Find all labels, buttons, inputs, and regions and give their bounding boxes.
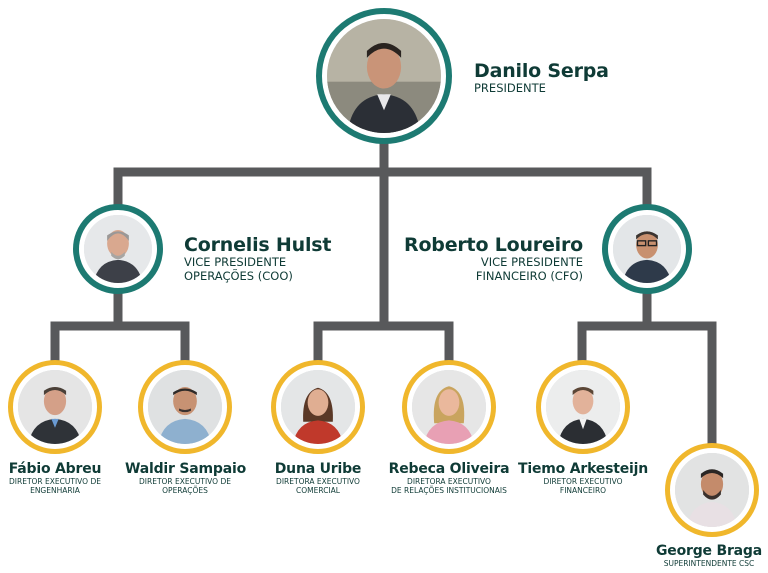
role-line: FINANCEIRO (CFO) [475, 269, 583, 283]
connector-cornelis-directors [50, 280, 190, 367]
person-photo-icon [546, 370, 620, 444]
name-danilo-serpa: Danilo Serpa [474, 60, 609, 82]
role-roberto-loureiro: VICE PRESIDENTE FINANCEIRO (CFO) [476, 255, 583, 283]
role-waldir-sampaio: DIRETOR EXECUTIVO DE OPERAÇÕES [125, 477, 245, 495]
role-line: DIRETOR EXECUTIVO [543, 477, 623, 486]
name-duna-uribe: Duna Uribe [274, 461, 362, 477]
photo-george-braga [665, 443, 759, 537]
person-photo-icon [675, 453, 749, 527]
role-line: ENGENHARIA [30, 486, 80, 495]
connector-center-directors [313, 321, 454, 367]
name-waldir-sampaio: Waldir Sampaio [125, 461, 246, 477]
name-cornelis-hulst: Cornelis Hulst [184, 234, 332, 256]
role-line: VICE PRESIDENTE [480, 255, 583, 269]
person-photo-icon [613, 215, 681, 283]
name-fabio-abreu: Fábio Abreu [8, 461, 102, 477]
role-line: DIRETOR EXECUTIVO DE [139, 477, 231, 486]
role-duna-uribe: DIRETORA EXECUTIVO COMERCIAL [258, 477, 378, 495]
photo-tiemo-arkesteijn [536, 360, 630, 454]
role-line: PRESIDENTE [474, 81, 546, 95]
role-line: DIRETORA EXECUTIVO [276, 477, 360, 486]
role-rebeca-oliveira: DIRETORA EXECUTIVO DE RELAÇÕES INSTITUCI… [384, 477, 514, 495]
role-danilo-serpa: PRESIDENTE [474, 81, 546, 95]
person-photo-icon [84, 215, 152, 283]
photo-danilo-serpa [316, 8, 452, 144]
role-line: DIRETORA EXECUTIVO [407, 477, 491, 486]
photo-duna-uribe [271, 360, 365, 454]
photo-roberto-loureiro [602, 204, 692, 294]
photo-waldir-sampaio [138, 360, 232, 454]
name-george-braga: George Braga [656, 543, 762, 559]
person-photo-icon [327, 19, 441, 133]
role-line: VICE PRESIDENTE [184, 255, 287, 269]
role-line: OPERAÇÕES [162, 486, 208, 495]
photo-rebeca-oliveira [402, 360, 496, 454]
role-line: DIRETOR EXECUTIVO DE [9, 477, 101, 486]
photo-cornelis-hulst [73, 204, 163, 294]
person-photo-icon [281, 370, 355, 444]
connector-president-vps [113, 135, 652, 325]
role-cornelis-hulst: VICE PRESIDENTE OPERAÇÕES (COO) [184, 255, 293, 283]
role-fabio-abreu: DIRETOR EXECUTIVO DE ENGENHARIA [0, 477, 110, 495]
role-tiemo-arkesteijn: DIRETOR EXECUTIVO FINANCEIRO [518, 477, 648, 495]
role-line: SUPERINTENDENTE CSC [663, 559, 755, 568]
role-line: COMERCIAL [296, 486, 340, 495]
role-line: DE RELAÇÕES INSTITUCIONAIS [391, 486, 507, 495]
name-tiemo-arkesteijn: Tiemo Arkesteijn [518, 461, 648, 477]
person-photo-icon [412, 370, 486, 444]
person-photo-icon [18, 370, 92, 444]
person-photo-icon [148, 370, 222, 444]
role-line: OPERAÇÕES (COO) [184, 269, 293, 283]
role-line: FINANCEIRO [559, 486, 607, 495]
name-roberto-loureiro: Roberto Loureiro [404, 234, 583, 256]
photo-fabio-abreu [8, 360, 102, 454]
role-george-braga: SUPERINTENDENTE CSC [650, 559, 768, 568]
name-rebeca-oliveira: Rebeca Oliveira [388, 461, 510, 477]
